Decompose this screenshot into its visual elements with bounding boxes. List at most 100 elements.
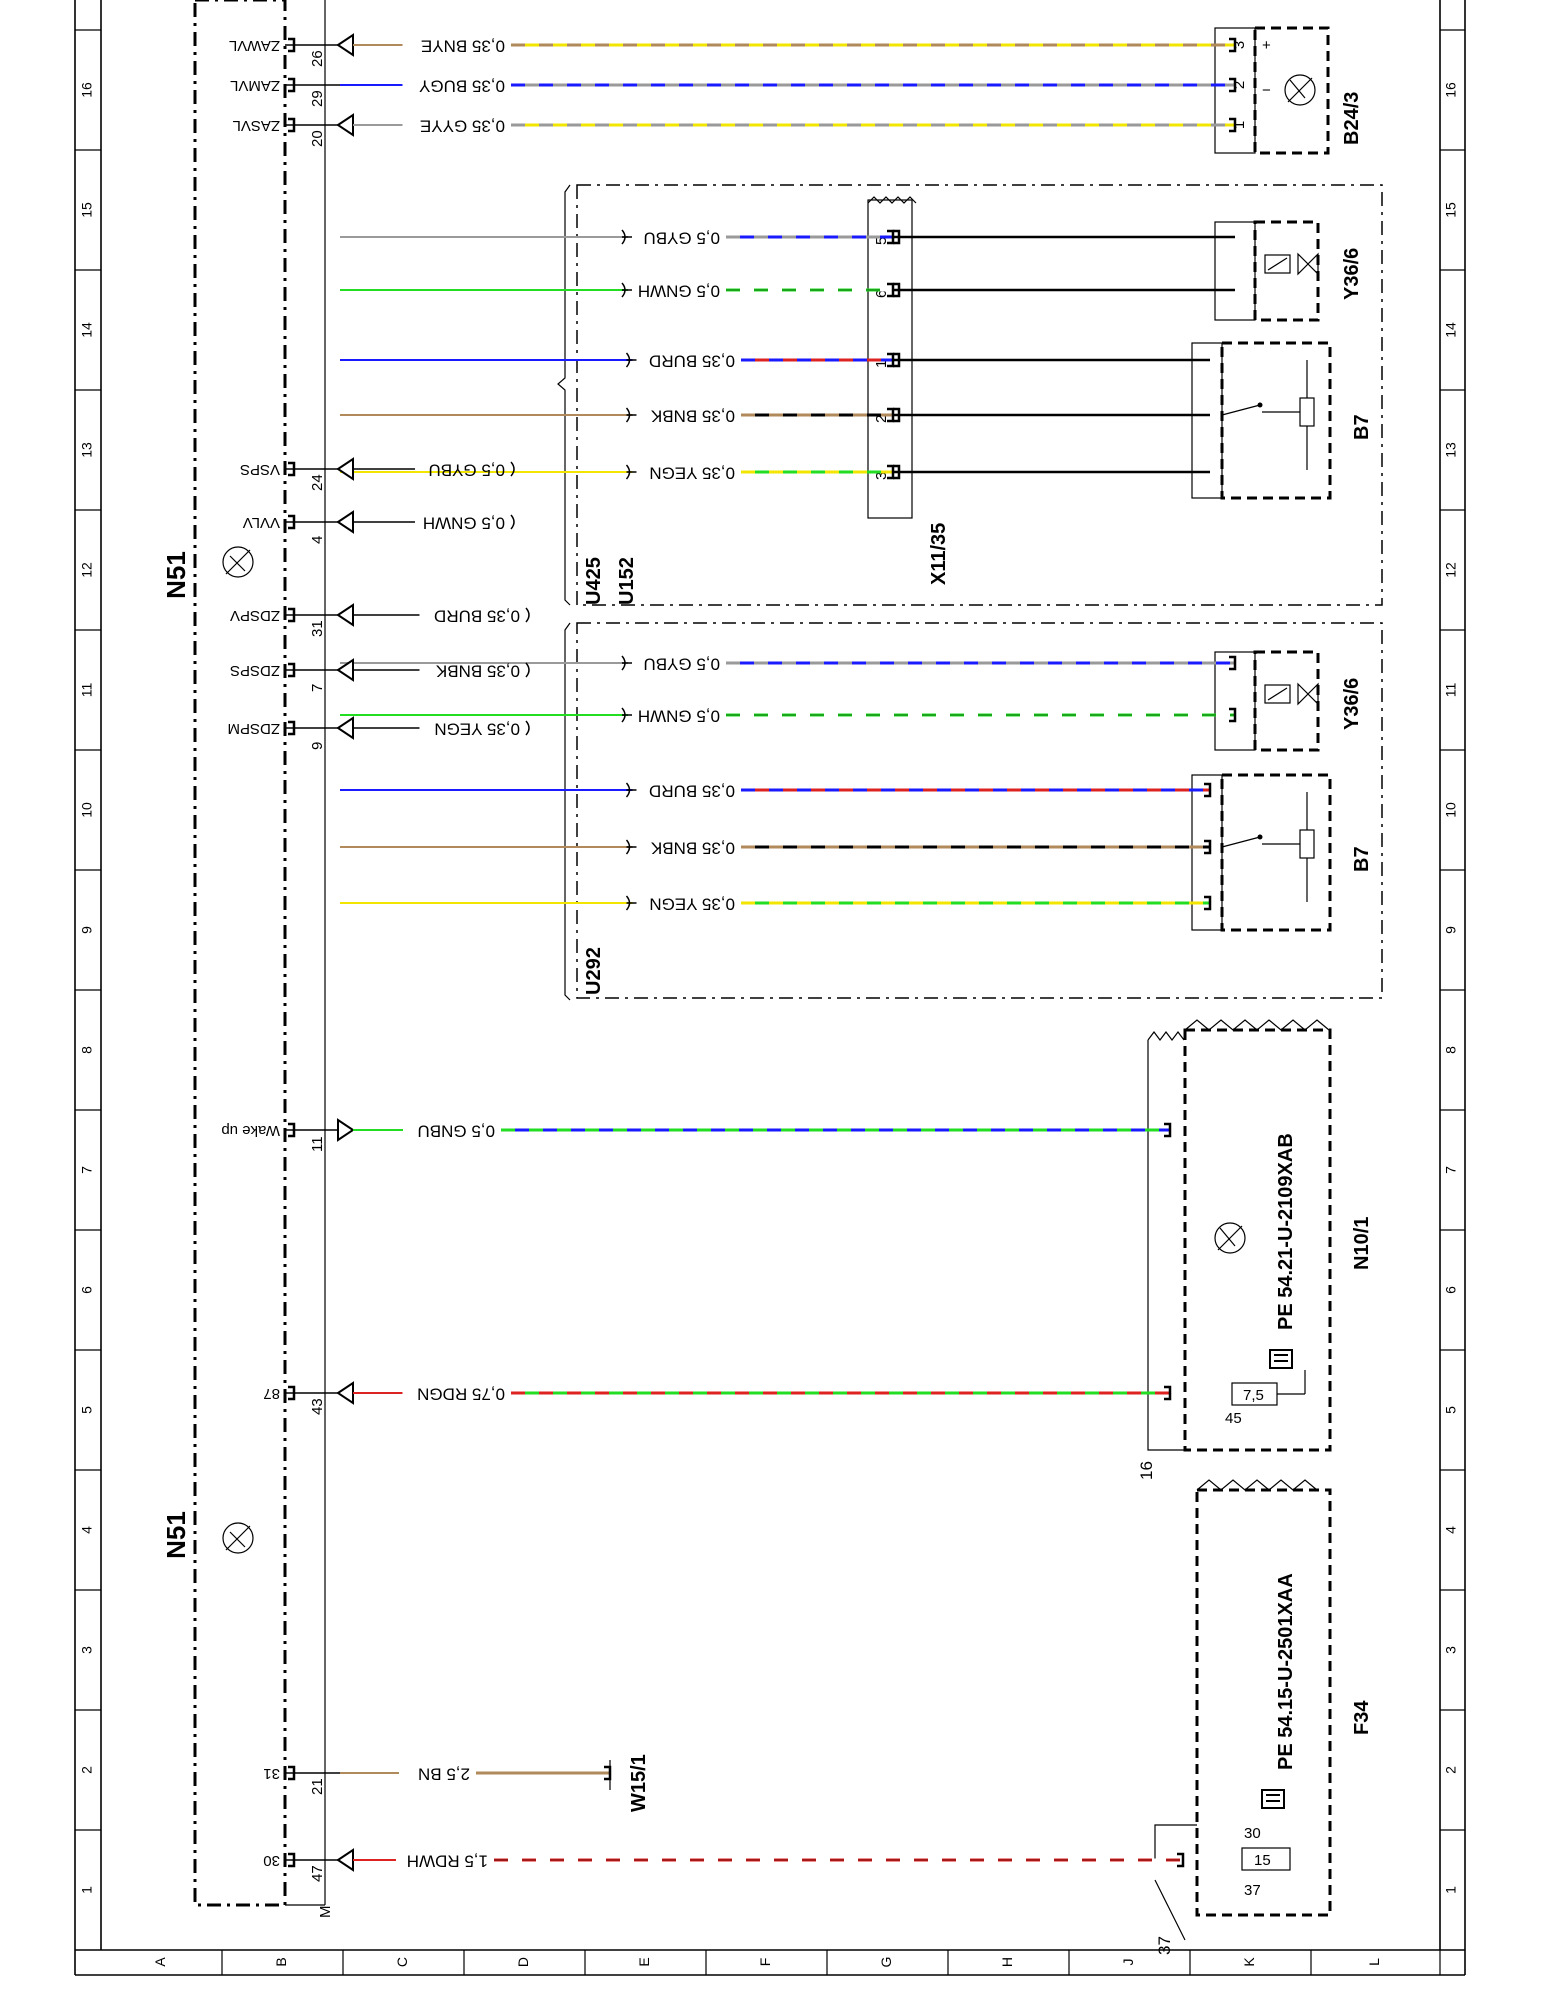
wire: 0,35 BURD bbox=[340, 352, 895, 371]
grid-row-label: H bbox=[999, 1957, 1015, 1967]
wire-label: 0,35 YEGN bbox=[649, 895, 735, 914]
grid-column-label: 5 bbox=[79, 1406, 95, 1414]
grid-row-label: D bbox=[515, 1957, 531, 1967]
x11-35-connector: X11/35 bbox=[867, 196, 950, 585]
n51-pin-name: ZASVL bbox=[232, 117, 280, 134]
grid-column-label: 8 bbox=[79, 1046, 95, 1054]
ref-16: 16 bbox=[1137, 1461, 1156, 1480]
n51-pin-number: 47 bbox=[309, 1865, 326, 1882]
b7-sensor-top: B7 bbox=[1191, 341, 1373, 500]
grid-column-label: 6 bbox=[79, 1286, 95, 1294]
n51-pin-name: ZDSPM bbox=[228, 720, 281, 737]
svg-text:N51: N51 bbox=[161, 1511, 191, 1559]
transistor-icon-top bbox=[222, 546, 254, 578]
f34-fuse-value: 15 bbox=[1254, 1852, 1271, 1869]
wire: 0,35 BURD bbox=[340, 782, 1212, 801]
b24-3-pin: 3 bbox=[1231, 41, 1248, 49]
n51-pins: ZAWVL26ZAMVL29ZASVL20VSPS24VVLV4ZDSPV31Z… bbox=[221, 37, 340, 1882]
n51-pin-name: 30 bbox=[263, 1852, 280, 1869]
f34-pe-label: PE 54.15-U-2501XAA bbox=[1275, 1573, 1297, 1770]
wire-label: 0,35 YEGN bbox=[649, 464, 735, 483]
ground-label-m: M bbox=[317, 1906, 334, 1919]
b7-sensor-bottom: B7 bbox=[1191, 773, 1373, 932]
grid-column-label: 7 bbox=[79, 1166, 95, 1174]
wire-label: 0,5 GNWH bbox=[423, 514, 505, 533]
n51-pin-number: 20 bbox=[309, 130, 326, 147]
grid-column-label: 4 bbox=[1443, 1526, 1459, 1534]
wire-label: 0,35 GYYE bbox=[420, 117, 505, 136]
wire-label: 0,35 BURD bbox=[649, 352, 735, 371]
n51-pin-name: ZDSPS bbox=[230, 662, 280, 679]
grid-row-label: G bbox=[878, 1957, 894, 1968]
grid-column-label: 13 bbox=[1443, 442, 1459, 458]
grid-row-label: A bbox=[152, 1957, 168, 1967]
y36-6-valve-bottom: Y36/6 bbox=[1214, 650, 1363, 752]
grid-column-label: 16 bbox=[1443, 82, 1459, 98]
grid-column-label: 13 bbox=[79, 442, 95, 458]
grid-row-label: F bbox=[757, 1958, 773, 1967]
wire: 0,5 GNBU bbox=[337, 1118, 1172, 1142]
wire-label: 2,5 BN bbox=[418, 1765, 470, 1784]
n51-label-top: N51 bbox=[161, 551, 191, 599]
w15-1-label: W15/1 bbox=[628, 1754, 650, 1812]
wire-label: 0,35 BNBK bbox=[650, 407, 735, 426]
x11-pin: 2 bbox=[873, 415, 890, 423]
grid-column-label: 2 bbox=[79, 1766, 95, 1774]
n51-pin-number: 29 bbox=[309, 90, 326, 107]
n51-pin-name: 87 bbox=[263, 1385, 280, 1402]
drawing-frame bbox=[74, 0, 1466, 1976]
w15-1-ground: W15/1 bbox=[609, 1754, 650, 1812]
n51-control-unit: N51 N51 M bbox=[161, 0, 334, 1918]
wire: 0,35 BNBK bbox=[340, 839, 1212, 858]
wire: 0,35 YEGN bbox=[340, 464, 895, 483]
n10-fuse-pin: 45 bbox=[1225, 1410, 1242, 1427]
wire: 0,5 GNWH bbox=[340, 707, 1237, 726]
wire: 0,35 BNYE bbox=[336, 33, 1237, 57]
wire-label: 0,5 GYBU bbox=[643, 229, 720, 248]
grid-column-label: 14 bbox=[1443, 322, 1459, 338]
wire: 0,35 GYYE bbox=[336, 113, 1237, 137]
wire-label: 0,35 YEGN bbox=[434, 720, 520, 739]
grid-row-label: L bbox=[1366, 1958, 1382, 1966]
n51-signal-lead: 0,5 GYBU bbox=[336, 457, 515, 481]
grid-column-label: 15 bbox=[79, 202, 95, 218]
grid-row-label: K bbox=[1241, 1957, 1257, 1967]
y36-6-valve-top: Y36/6 bbox=[1214, 220, 1363, 322]
grid-column-label: 9 bbox=[1443, 926, 1459, 934]
x11-35-label: X11/35 bbox=[928, 523, 950, 585]
f34-pin-bottom: 37 bbox=[1244, 1882, 1261, 1899]
n51-signal-lead: 0,35 YEGN bbox=[336, 716, 530, 740]
u292-label: U292 bbox=[583, 947, 605, 995]
n51-signal-lead: 0,35 BNBK bbox=[336, 658, 530, 682]
n51-pin-name: Wake up bbox=[221, 1122, 280, 1139]
n51-pin-name: ZAMVL bbox=[230, 77, 280, 94]
x11-pin: 3 bbox=[873, 472, 890, 480]
n51-pin-number: 24 bbox=[309, 474, 326, 491]
grid-column-label: 11 bbox=[1443, 683, 1459, 698]
n51-pin-number: 43 bbox=[309, 1398, 326, 1415]
n51-pin-name: VSPS bbox=[240, 461, 280, 478]
grid-column-label: 10 bbox=[1443, 802, 1459, 818]
wire-label: 0,5 GYBU bbox=[428, 461, 505, 480]
n10-pe-label: PE 54.21-U-2109XAB bbox=[1275, 1133, 1297, 1330]
n51-pin-number: 7 bbox=[309, 684, 326, 692]
wire: 0,35 YEGN bbox=[340, 895, 1212, 914]
svg-text:N51: N51 bbox=[161, 551, 191, 599]
wire-label: 1,5 RDWH bbox=[407, 1852, 488, 1871]
u292-group: U292 bbox=[564, 622, 1383, 1001]
n51-pin-name: 31 bbox=[263, 1765, 280, 1782]
wires-layer: 0,35 BNYE 0,35 BUGY 0,35 GYYE 0,5 GYBU 0,5 G… bbox=[336, 33, 1237, 1872]
wire-label: 0,5 GNWH bbox=[638, 707, 720, 726]
f34-label: F34 bbox=[1351, 1700, 1373, 1735]
wire-label: 0,35 BURD bbox=[649, 782, 735, 801]
wire-label: 0,75 RDGN bbox=[417, 1385, 505, 1404]
grid-column-label: 7 bbox=[1443, 1166, 1459, 1174]
grid-ticks bbox=[75, 29, 1465, 1975]
wire: 0,5 GYBU bbox=[340, 229, 895, 248]
wire-label: 0,35 BUGY bbox=[419, 77, 505, 96]
internal-wires bbox=[893, 229, 1235, 480]
grid-column-label: 9 bbox=[79, 926, 95, 934]
grid-column-label: 12 bbox=[79, 562, 95, 578]
